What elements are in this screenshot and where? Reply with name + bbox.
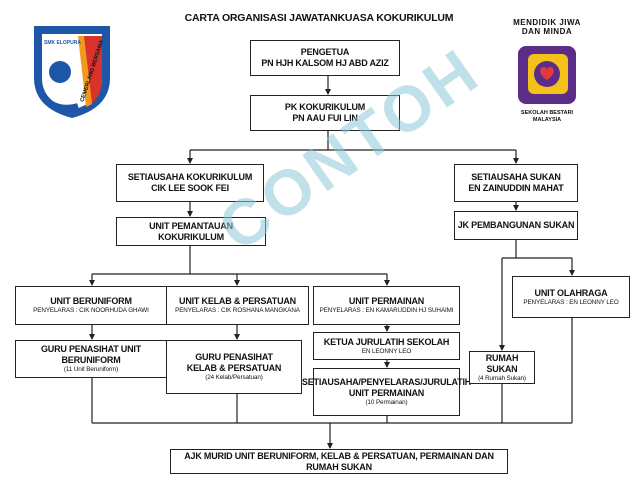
node-pk-kokurikulum-title: PK KOKURIKULUM [284, 102, 366, 112]
sekolah-bestari-logo: MENDIDIK JIWA DAN MINDA SEKOLAH BESTARI … [508, 18, 586, 126]
school-name: SMK ELOPURA [44, 40, 81, 46]
node-jk-pembangunan-sukan-title: JK PEMBANGUNAN SUKAN [457, 220, 575, 230]
bestari-top-text: MENDIDIK JIWA DAN MINDA [513, 18, 581, 36]
node-unit-kelab-title: UNIT KELAB & PERSATUAN [179, 296, 296, 306]
node-unit-permainan-title: UNIT PERMAINAN [348, 296, 425, 306]
node-guru-kelab-sub: (24 Kelab/Persatuan) [205, 374, 263, 381]
node-ketua-jurulatih-title: KETUA JURULATIH SEKOLAH [323, 336, 450, 347]
node-setiausaha-permainan-title1: SETIAUSAHA/PENYELARAS/JURULATIH [301, 377, 472, 387]
node-guru-beruniform-title: GURU PENASIHAT UNIT BERUNIFORM [40, 344, 142, 365]
node-rumah-sukan-title: RUMAH SUKAN [485, 352, 519, 374]
node-ketua-jurulatih: KETUA JURULATIH SEKOLAH EN LEONNY LEO [313, 332, 460, 360]
node-guru-beruniform-sub: (11 Unit Beruniform) [63, 366, 119, 373]
node-guru-beruniform: GURU PENASIHAT UNIT BERUNIFORM (11 Unit … [15, 340, 167, 378]
node-pk-kokurikulum-name: PN AAU FUI LIN [292, 113, 358, 123]
node-unit-beruniform-sub: PENYELARAS : CIK NOORHUDA GHAWI [33, 307, 149, 314]
node-pk-kokurikulum: PK KOKURIKULUM PN AAU FUI LIN [250, 95, 400, 131]
node-setiausaha-sukan: SETIAUSAHA SUKAN EN ZAINUDDIN MAHAT [454, 164, 578, 202]
node-pengetua: PENGETUA PN HJH KALSOM HJ ABD AZIZ [250, 40, 400, 76]
school-logo: SMK ELOPURA CEMERLANG BERSAMA [22, 20, 122, 120]
node-unit-beruniform-title: UNIT BERUNIFORM [50, 296, 132, 306]
node-ajk-murid-title: AJK MURID UNIT BERUNIFORM, KELAB & PERSA… [184, 450, 494, 472]
node-setiausaha-kokurikulum: SETIAUSAHA KOKURIKULUM CIK LEE SOOK FEI [116, 164, 264, 202]
node-guru-kelab: GURU PENASIHAT KELAB & PERSATUAN (24 Kel… [166, 340, 302, 394]
node-unit-permainan: UNIT PERMAINAN PENYELARAS : EN KAMARUDDI… [313, 286, 460, 325]
node-guru-kelab-title1: GURU PENASIHAT [195, 352, 273, 362]
node-rumah-sukan-sub: (4 Rumah Sukan) [478, 374, 526, 382]
node-pengetua-name: PN HJH KALSOM HJ ABD AZIZ [261, 58, 389, 68]
chart-title: CARTA ORGANISASI JAWATANKUASA KOKURIKULU… [184, 12, 454, 24]
node-unit-permainan-sub: PENYELARAS : EN KAMARUDDIN HJ SUHAIMI [319, 307, 454, 314]
node-setiausaha-sukan-name: EN ZAINUDDIN MAHAT [468, 183, 564, 193]
node-unit-beruniform: UNIT BERUNIFORM PENYELARAS : CIK NOORHUD… [15, 286, 167, 325]
node-unit-olahraga-title: UNIT OLAHRAGA [534, 287, 608, 298]
node-setiausaha-permainan: SETIAUSAHA/PENYELARAS/JURULATIH UNIT PER… [302, 368, 471, 416]
node-setiausaha-permainan-title2: UNIT PERMAINAN [348, 388, 425, 398]
node-unit-pemantauan-title: UNIT PEMANTAUAN KOKURIKULUM [149, 220, 233, 242]
node-setiausaha-sukan-title: SETIAUSAHA SUKAN [471, 172, 561, 182]
node-rumah-sukan: RUMAH SUKAN (4 Rumah Sukan) [469, 351, 535, 384]
node-setiausaha-kokurikulum-name: CIK LEE SOOK FEI [151, 183, 229, 193]
node-unit-kelab-sub: PENYELARAS : CIK ROSHANA MANGKANA [175, 307, 300, 314]
node-setiausaha-permainan-sub: (10 Permainan) [365, 399, 408, 406]
node-guru-kelab-title2: KELAB & PERSATUAN [186, 363, 282, 373]
bestari-bottom-text: SEKOLAH BESTARI MALAYSIA [520, 110, 574, 123]
node-jk-pembangunan-sukan: JK PEMBANGUNAN SUKAN [454, 211, 578, 240]
node-unit-pemantauan: UNIT PEMANTAUAN KOKURIKULUM [116, 217, 266, 246]
node-unit-kelab: UNIT KELAB & PERSATUAN PENYELARAS : CIK … [166, 286, 309, 325]
node-unit-olahraga-sub: PENYELARAS : EN LEONNY LEO [523, 298, 619, 306]
node-pengetua-title: PENGETUA [300, 47, 350, 57]
node-setiausaha-kokurikulum-title: SETIAUSAHA KOKURIKULUM [127, 172, 253, 182]
node-unit-olahraga: UNIT OLAHRAGA PENYELARAS : EN LEONNY LEO [512, 276, 630, 318]
node-ketua-jurulatih-sub: EN LEONNY LEO [361, 347, 412, 355]
node-ajk-murid: AJK MURID UNIT BERUNIFORM, KELAB & PERSA… [170, 449, 508, 474]
